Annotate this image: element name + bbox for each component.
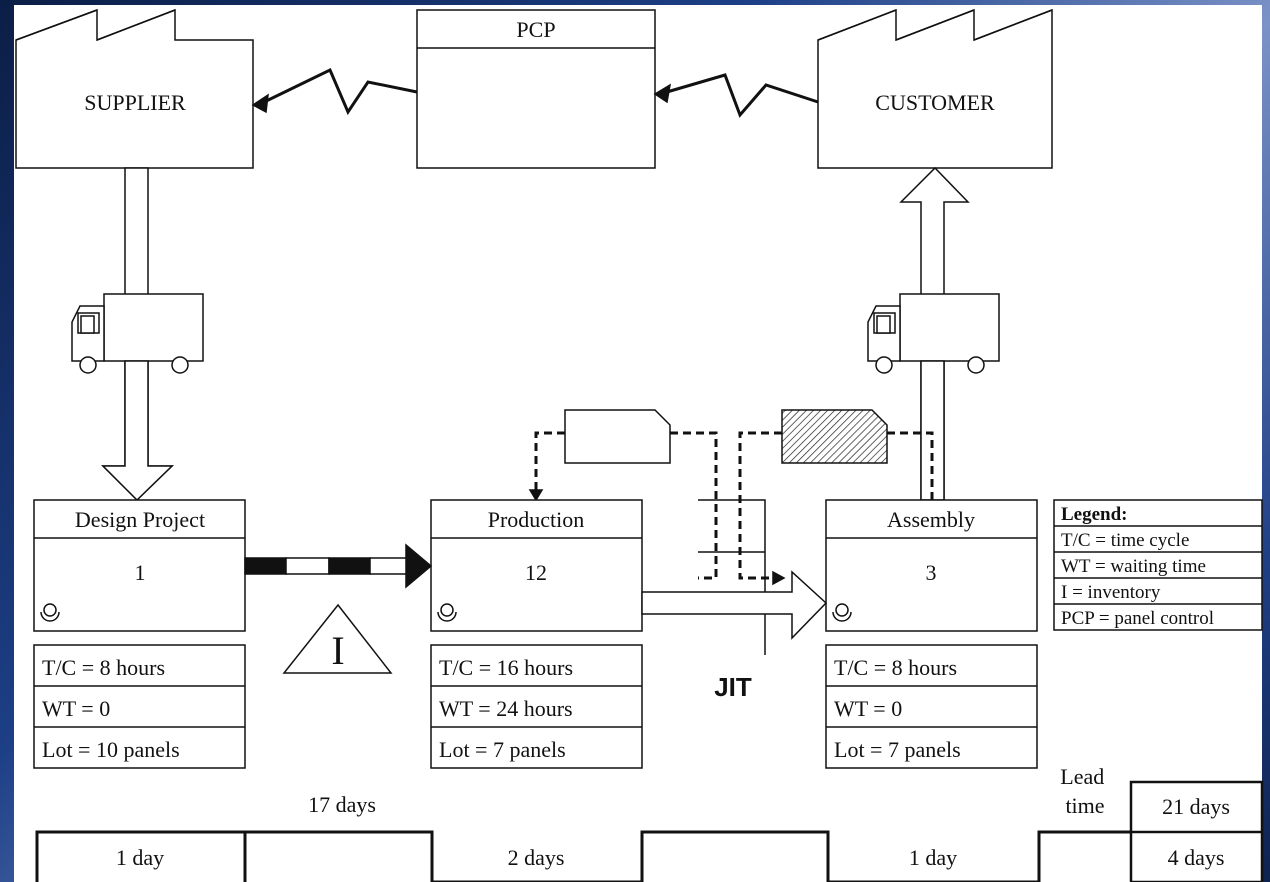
jit-label: JIT xyxy=(714,672,752,702)
lot-size: Lot = 7 panels xyxy=(439,737,566,762)
data-box-design-project xyxy=(33,644,246,769)
customer-factory xyxy=(817,8,1053,169)
truck-icon xyxy=(71,293,204,374)
info-flow-pcp-to-supplier xyxy=(257,67,418,116)
waiting-time: WT = 24 hours xyxy=(439,696,573,721)
legend-item: WT = waiting time xyxy=(1061,556,1206,577)
legend-title: Legend: xyxy=(1061,504,1128,525)
pcp-label: PCP xyxy=(516,17,555,42)
waiting-time: WT = 0 xyxy=(42,696,110,721)
inventory-symbol: I xyxy=(331,628,344,673)
process-name: Design Project xyxy=(75,507,205,532)
timeline-segment: 1 day xyxy=(909,845,957,870)
customer-label: CUSTOMER xyxy=(875,90,995,115)
process-box-assembly xyxy=(825,499,1038,632)
info-flow-customer-to-pcp xyxy=(659,73,819,118)
flow-arrow-production-to-assembly xyxy=(641,570,828,640)
data-box-production xyxy=(430,644,643,769)
lead-time-label: Lead time xyxy=(1060,764,1109,818)
operator-icon xyxy=(832,603,852,622)
processing-time-value: 4 days xyxy=(1168,845,1225,870)
cycle-time: T/C = 8 hours xyxy=(834,655,957,680)
process-name: Assembly xyxy=(887,507,975,532)
supplier-factory xyxy=(15,8,254,169)
withdrawal-kanban-card xyxy=(564,409,671,464)
total-waiting-days: 17 days xyxy=(308,792,376,817)
legend-item: PCP = panel control xyxy=(1061,608,1214,629)
supplier-label: SUPPLIER xyxy=(84,90,186,115)
operator-icon xyxy=(40,603,60,622)
inventory-triangle xyxy=(282,603,393,674)
operator-count: 3 xyxy=(926,560,937,585)
push-arrow xyxy=(244,543,433,589)
legend-item: T/C = time cycle xyxy=(1061,530,1189,551)
pcp-box xyxy=(416,9,656,169)
process-box-design-project xyxy=(33,499,246,632)
timeline-segment: 1 day xyxy=(116,845,164,870)
timeline-segment: 2 days xyxy=(508,845,565,870)
legend-item: I = inventory xyxy=(1061,582,1161,603)
process-box-production xyxy=(430,499,643,632)
lead-time-value: 21 days xyxy=(1162,794,1230,819)
kanban-flow-dashed xyxy=(534,431,934,580)
data-box-assembly xyxy=(825,644,1038,769)
lot-size: Lot = 7 panels xyxy=(834,737,961,762)
process-name: Production xyxy=(488,507,585,532)
operator-count: 1 xyxy=(135,560,146,585)
operator-count: 12 xyxy=(525,560,547,585)
legend-box xyxy=(1053,499,1263,631)
timeline xyxy=(35,830,1131,882)
lead-time-box xyxy=(1129,780,1264,882)
operator-icon xyxy=(437,603,457,622)
waiting-time: WT = 0 xyxy=(834,696,902,721)
truck-icon xyxy=(867,293,1000,374)
lot-size: Lot = 10 panels xyxy=(42,737,180,762)
cycle-time: T/C = 16 hours xyxy=(439,655,573,680)
production-kanban-card xyxy=(781,409,888,464)
cycle-time: T/C = 8 hours xyxy=(42,655,165,680)
